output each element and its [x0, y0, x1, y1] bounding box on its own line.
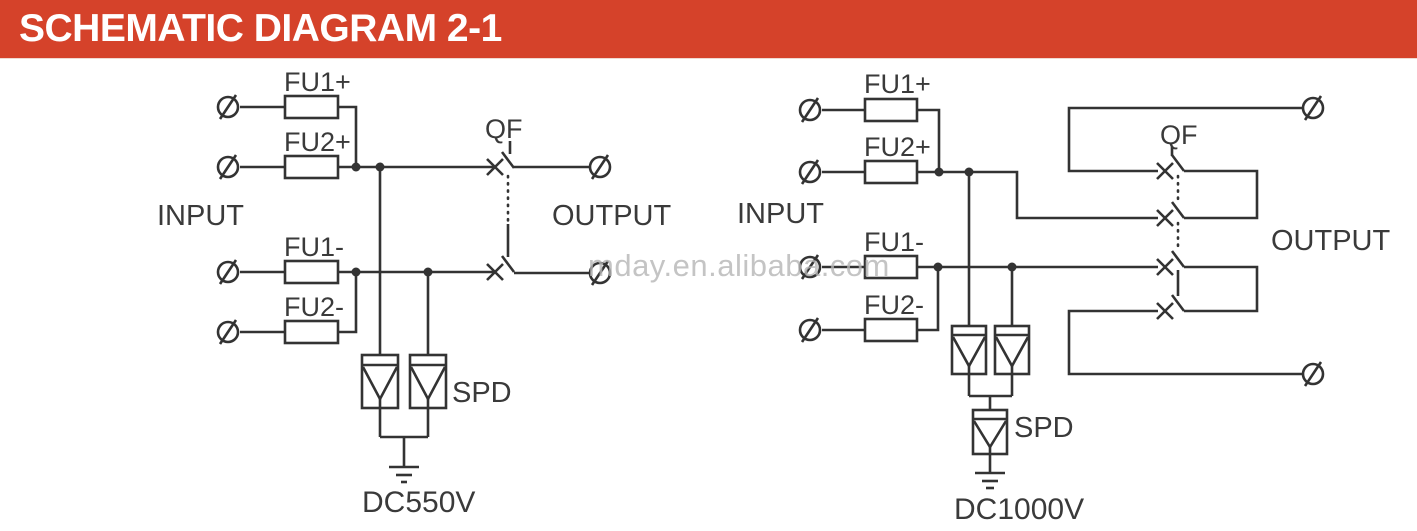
terminal-icon	[588, 154, 612, 180]
spd-icon	[950, 324, 988, 376]
schematic-canvas: INPUT OUTPUT QF FU1+ FU2+ FU1- FU2- SPD …	[157, 67, 1391, 526]
spd-label: SPD	[452, 377, 512, 409]
input-label: INPUT	[157, 200, 244, 232]
junction-dot	[351, 267, 361, 277]
junction-dot	[933, 262, 943, 272]
terminal-icon	[216, 319, 240, 345]
fuse-fu1-pos-icon	[863, 97, 919, 123]
terminal-icon	[216, 94, 240, 120]
breaker-icon	[1156, 147, 1186, 320]
fuse-fu2-pos-icon	[283, 154, 340, 180]
terminal-icon	[216, 259, 240, 285]
terminal-icon	[216, 154, 240, 180]
wire	[338, 105, 358, 167]
fuse-fu2-neg-icon	[863, 317, 919, 343]
wire	[1184, 265, 1259, 313]
spd-icon	[971, 408, 1009, 456]
header-bar: SCHEMATIC DIAGRAM 2-1	[0, 0, 1417, 59]
terminal-icon	[798, 317, 822, 343]
wire	[1067, 106, 1303, 173]
junction-dot	[351, 162, 361, 172]
fuse-fu1-pos-icon	[283, 94, 340, 120]
spd-icon	[360, 353, 400, 410]
terminal-icon	[1301, 95, 1325, 121]
input-label: INPUT	[737, 198, 824, 230]
fuse-label: FU2-	[284, 292, 344, 322]
fuse-fu1-neg-icon	[283, 259, 340, 285]
terminal-icon	[798, 97, 822, 123]
fuse-label: FU1-	[864, 227, 924, 257]
junction-dot	[934, 167, 944, 177]
right-diagram: INPUT OUTPUT QF FU1+ FU2+ FU1- FU2- SPD …	[737, 69, 1391, 526]
fuse-label: FU2+	[284, 127, 351, 157]
output-label: OUTPUT	[552, 200, 672, 232]
ground-icon	[389, 465, 419, 484]
junction-dot	[375, 162, 385, 172]
watermark-text: mday.en.alibaba.com	[588, 248, 890, 283]
wire	[917, 108, 941, 172]
fuse-fu2-neg-icon	[283, 319, 340, 345]
wire	[917, 170, 1158, 220]
junction-dot	[423, 267, 433, 277]
breaker-label: QF	[1160, 120, 1198, 150]
output-label: OUTPUT	[1271, 225, 1391, 257]
page-title: SCHEMATIC DIAGRAM 2-1	[19, 7, 502, 50]
fuse-label: FU1+	[284, 67, 351, 97]
fuse-fu2-pos-icon	[863, 159, 919, 185]
fuse-label: FU1-	[284, 232, 344, 262]
junction-dot	[1007, 262, 1017, 272]
voltage-label: DC550V	[362, 486, 475, 519]
terminal-icon	[798, 159, 822, 185]
left-diagram: INPUT OUTPUT QF FU1+ FU2+ FU1- FU2- SPD …	[157, 67, 672, 519]
wire	[338, 272, 358, 334]
breaker-icon	[486, 141, 516, 281]
fuse-label: FU2-	[864, 290, 924, 320]
fuse-label: FU1+	[864, 69, 931, 99]
wire	[917, 267, 940, 332]
fuse-label: FU2+	[864, 132, 931, 162]
spd-icon	[408, 353, 448, 410]
fuse-fu1-neg-icon	[863, 254, 919, 280]
junction-dot	[964, 167, 974, 177]
wire	[1184, 169, 1259, 220]
terminal-icon	[798, 254, 822, 280]
breaker-label: QF	[485, 114, 523, 144]
ground-icon	[975, 471, 1005, 490]
spd-icon	[993, 324, 1031, 376]
wire	[1067, 309, 1303, 376]
spd-label: SPD	[1014, 412, 1074, 444]
terminal-icon	[1301, 361, 1325, 387]
voltage-label: DC1000V	[954, 493, 1084, 526]
